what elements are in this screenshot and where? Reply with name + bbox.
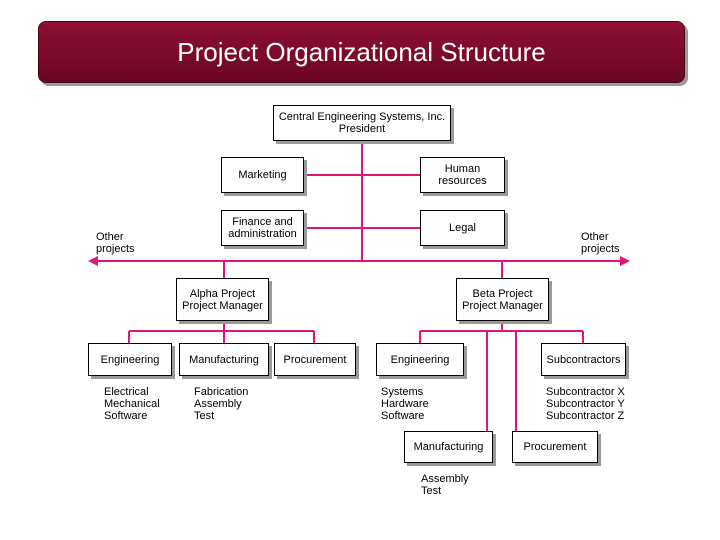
beta-subcontractors-box: Subcontractors <box>541 343 626 376</box>
hr-label-line1: Human <box>444 163 481 175</box>
note-hardware: Hardware <box>381 398 429 410</box>
note-subcontractor-x: Subcontractor X <box>546 386 625 398</box>
note-electrical: Electrical <box>104 386 149 398</box>
hr-label-line2: resources <box>438 175 487 187</box>
beta-engineering-label: Engineering <box>390 353 450 366</box>
beta-manager-line2: Project Manager <box>462 299 543 312</box>
alpha-manufacturing-box: Manufacturing <box>179 343 269 376</box>
beta-manager-line1: Beta Project <box>472 287 533 300</box>
beta-subcontractor-notes: Subcontractor X Subcontractor Y Subcontr… <box>546 386 625 422</box>
note-test: Test <box>194 410 215 422</box>
marketing-label: Marketing <box>238 169 287 181</box>
human-resources-box: Human resources <box>420 157 505 193</box>
note-beta-test: Test <box>421 485 442 497</box>
note-beta-assembly: Assembly <box>421 473 469 485</box>
beta-manager-box: Beta Project Project Manager <box>456 278 549 321</box>
note-assembly: Assembly <box>194 398 242 410</box>
other-projects-right-line1: Other <box>581 231 609 243</box>
other-projects-left-line1: Other <box>96 231 124 243</box>
beta-subcontractors-label: Subcontractors <box>546 353 621 366</box>
beta-manufacturing-label: Manufacturing <box>413 441 484 453</box>
alpha-engineering-notes: Electrical Mechanical Software <box>104 386 160 422</box>
page-title: Project Organizational Structure <box>177 37 546 67</box>
alpha-engineering-box: Engineering <box>88 343 172 376</box>
note-software: Software <box>104 410 148 422</box>
other-projects-left-line2: projects <box>96 243 135 255</box>
other-projects-right: Other projects <box>581 231 620 255</box>
other-projects-right-line2: projects <box>581 243 620 255</box>
note-subcontractor-z: Subcontractor Z <box>546 410 625 422</box>
president-box: Central Engineering Systems, Inc. Presid… <box>273 105 451 141</box>
alpha-manufacturing-notes: Fabrication Assembly Test <box>194 386 248 422</box>
alpha-manager-box: Alpha Project Project Manager <box>176 278 269 321</box>
note-beta-software: Software <box>381 410 425 422</box>
beta-procurement-label: Procurement <box>523 441 587 453</box>
title-bar: Project Organizational Structure <box>38 21 685 83</box>
beta-manufacturing-box: Manufacturing <box>404 431 493 463</box>
finance-box: Finance and administration <box>221 210 304 246</box>
legal-label: Legal <box>449 222 476 234</box>
alpha-procurement-label: Procurement <box>283 353 347 366</box>
beta-engineering-notes: Systems Hardware Software <box>381 386 429 422</box>
alpha-procurement-box: Procurement <box>274 343 356 376</box>
note-fabrication: Fabrication <box>194 386 249 398</box>
beta-manufacturing-notes: Assembly Test <box>421 473 469 497</box>
beta-procurement-box: Procurement <box>512 431 598 463</box>
alpha-engineering-label: Engineering <box>100 353 160 366</box>
note-systems: Systems <box>381 386 424 398</box>
note-mechanical: Mechanical <box>104 398 160 410</box>
president-company: Central Engineering Systems, Inc. <box>278 111 446 123</box>
finance-label-line2: administration <box>228 228 297 240</box>
note-subcontractor-y: Subcontractor Y <box>546 398 625 410</box>
alpha-manager-line1: Alpha Project <box>189 287 256 300</box>
alpha-manufacturing-label: Manufacturing <box>189 353 259 366</box>
finance-label-line1: Finance and <box>232 216 293 228</box>
president-title: President <box>338 123 386 135</box>
marketing-box: Marketing <box>221 157 304 193</box>
legal-box: Legal <box>420 210 505 246</box>
other-projects-left: Other projects <box>96 231 135 255</box>
beta-engineering-box: Engineering <box>376 343 464 376</box>
alpha-manager-line2: Project Manager <box>182 299 263 312</box>
